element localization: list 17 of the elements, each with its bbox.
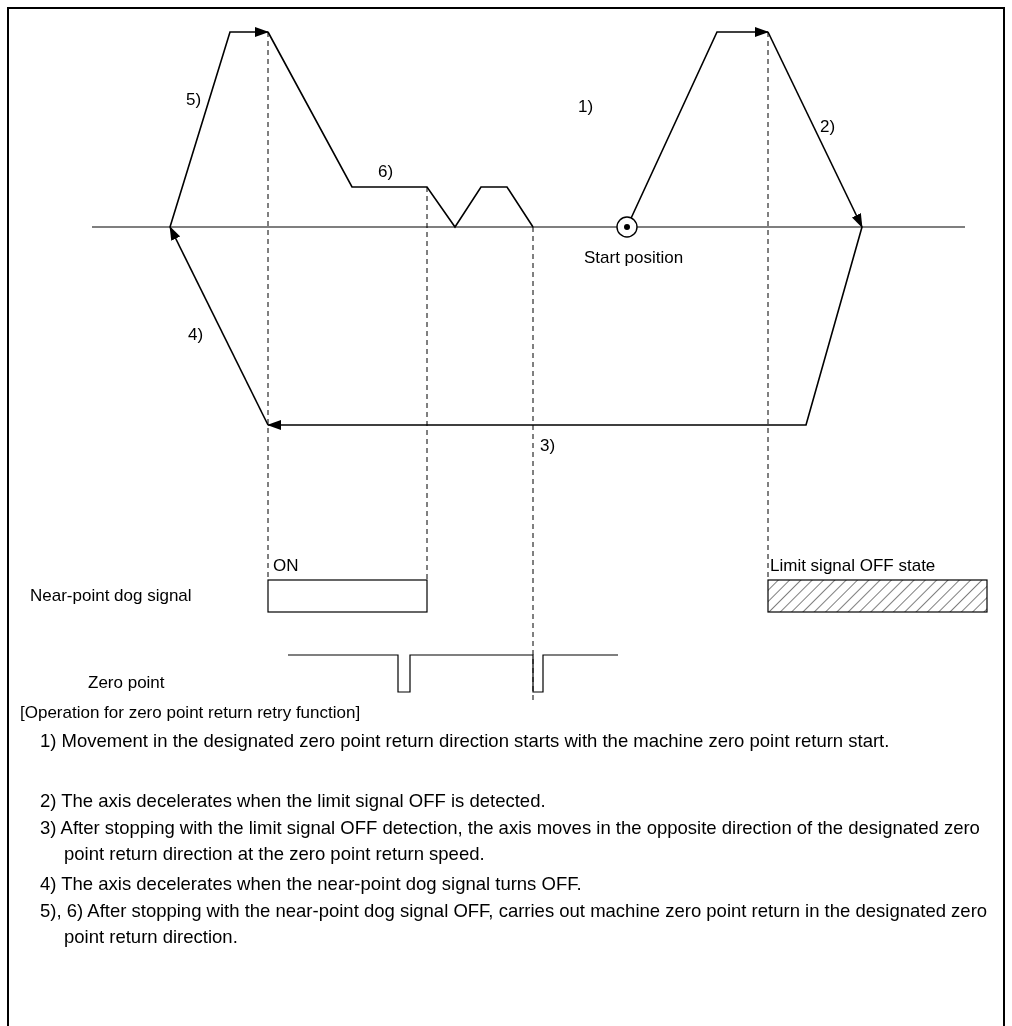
heading: [Operation for zero point return retry function] <box>20 703 361 723</box>
axis-label: Start position <box>584 248 684 268</box>
note-text: 4) The axis decelerates when the near-point dog signal turns OFF. <box>40 872 583 896</box>
signal-label: Zero point <box>88 673 165 693</box>
step-number: 2) <box>820 117 836 137</box>
step-number: 1) <box>578 97 594 117</box>
step-number: 4) <box>188 325 204 345</box>
signal-label: ON <box>273 556 299 576</box>
note-text: 1) Movement in the designated zero point return direction starts with the machine zero point return start. <box>40 729 891 753</box>
signal-label: Limit signal OFF state <box>770 556 936 576</box>
step-number: 3) <box>540 436 556 456</box>
step-number: 5) <box>186 90 202 110</box>
signal-label: Near-point dog signal <box>30 586 192 606</box>
note-text: 2) The axis decelerates when the limit signal OFF is detected. <box>40 789 547 813</box>
note-text: 5), 6) After stopping with the near-point dog signal OFF, carries out machine zero point return in the designated zero point return direction. <box>40 899 989 949</box>
step-number: 6) <box>378 162 394 182</box>
note-text: 3) After stopping with the limit signal OFF detection, the axis moves in the opposite direction of the designated zero point return direction at the zero point return speed. <box>40 816 981 866</box>
